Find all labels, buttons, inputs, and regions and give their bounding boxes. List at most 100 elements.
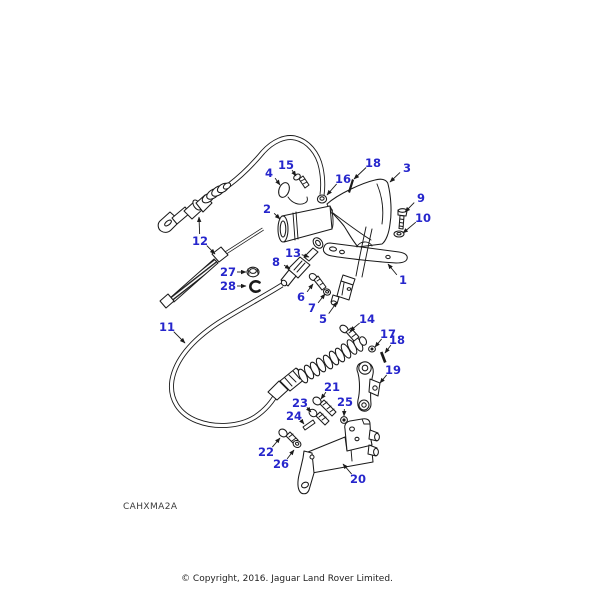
part-number-14[interactable]: 14: [359, 312, 375, 326]
callout-17-16[interactable]: 17: [374, 327, 396, 348]
callout-28-28[interactable]: 28: [220, 279, 247, 293]
callout-11-10[interactable]: 11: [159, 320, 186, 344]
leader-line: [299, 418, 305, 425]
callout-25-25[interactable]: 25: [337, 395, 353, 417]
part-number-21[interactable]: 21: [324, 380, 340, 394]
leader-line: [274, 177, 281, 186]
lever-mounting-plate: [322, 241, 408, 264]
bracket-bolt-short: [308, 408, 330, 426]
plate-washer: [393, 230, 405, 238]
front-cable-upper-run: [227, 135, 326, 196]
leader-line: [306, 406, 312, 413]
part-number-15[interactable]: 15: [278, 158, 294, 172]
figure-code: CAHXMA2A: [123, 502, 178, 512]
part-number-17[interactable]: 17: [380, 327, 396, 341]
leader-line: [349, 322, 360, 332]
part-number-11[interactable]: 11: [159, 320, 175, 334]
callout-9-8[interactable]: 9: [404, 191, 425, 213]
part-number-16[interactable]: 16: [335, 172, 351, 186]
callout-7-6[interactable]: 7: [308, 293, 326, 315]
leader-line: [374, 338, 382, 348]
leader-line: [283, 264, 291, 270]
leader-line: [196, 216, 202, 235]
callout-12-11[interactable]: 12: [192, 216, 216, 255]
cable-boot-bellows: [201, 182, 232, 204]
leader-line: [379, 374, 387, 384]
callout-15-14[interactable]: 15: [278, 158, 297, 177]
part-number-20[interactable]: 20: [350, 472, 366, 486]
callout-18-18[interactable]: 18: [384, 333, 405, 354]
part-number-26[interactable]: 26: [273, 457, 289, 471]
callout-18-17[interactable]: 18: [353, 156, 381, 180]
handbrake-lever: [326, 178, 392, 248]
warning-light-disc: [278, 182, 308, 205]
callout-27-27[interactable]: 27: [220, 265, 247, 279]
part-number-25[interactable]: 25: [337, 395, 353, 409]
leader-line: [389, 172, 401, 183]
equalizer-bolt: [308, 272, 327, 291]
callout-5-4[interactable]: 5: [319, 301, 338, 326]
part-number-24[interactable]: 24: [286, 409, 302, 423]
front-cable-lower-run: [220, 227, 264, 258]
callout-22-22[interactable]: 22: [258, 437, 281, 459]
callout-10-9[interactable]: 10: [402, 211, 431, 234]
callout-14-13[interactable]: 14: [349, 312, 375, 332]
callout-8-7[interactable]: 8: [272, 255, 291, 270]
part-number-28[interactable]: 28: [220, 279, 236, 293]
rear-cable-loop: [168, 282, 284, 428]
leader-line: [306, 283, 314, 293]
callout-13-12[interactable]: 13: [285, 246, 310, 260]
part-number-12[interactable]: 12: [192, 234, 208, 248]
callout-26-26[interactable]: 26: [273, 449, 295, 471]
part-number-8[interactable]: 8: [272, 255, 280, 269]
equalizer-washer: [322, 288, 332, 296]
part-number-19[interactable]: 19: [385, 363, 401, 377]
part-number-13[interactable]: 13: [285, 246, 301, 260]
callout-19-19[interactable]: 19: [379, 363, 401, 384]
part-number-9[interactable]: 9: [417, 191, 425, 205]
adjuster-bolt: [339, 324, 360, 342]
part-number-2[interactable]: 2: [263, 202, 271, 216]
leader-line: [404, 202, 415, 213]
cable-spring-coil: [297, 336, 368, 384]
callout-2-1[interactable]: 2: [263, 202, 281, 220]
part-number-22[interactable]: 22: [258, 445, 274, 459]
bracket-pin: [302, 419, 316, 431]
callout-21-21[interactable]: 21: [320, 380, 340, 400]
callout-20-20[interactable]: 20: [342, 463, 366, 486]
clevis-pin-upper: [348, 179, 354, 193]
bracket-nut: [340, 416, 348, 424]
part-number-4[interactable]: 4: [265, 166, 273, 180]
leader-line: [326, 183, 337, 196]
part-number-1[interactable]: 1: [399, 273, 407, 287]
leader-line: [320, 391, 327, 400]
callout-24-24[interactable]: 24: [286, 409, 305, 425]
callout-16-15[interactable]: 16: [326, 172, 351, 196]
callout-1[interactable]: 1: [387, 263, 407, 287]
part-number-5[interactable]: 5: [319, 312, 327, 326]
front-cable-threaded-rod: [159, 246, 229, 309]
part-number-18[interactable]: 18: [389, 333, 405, 347]
callout-6-5[interactable]: 6: [297, 283, 314, 304]
leader-line: [387, 263, 398, 276]
part-number-7[interactable]: 7: [308, 301, 316, 315]
part-number-6[interactable]: 6: [297, 290, 305, 304]
part-number-3[interactable]: 3: [403, 161, 411, 175]
retaining-clip: [249, 280, 261, 293]
part-number-27[interactable]: 27: [220, 265, 236, 279]
bracket-bolt-long: [312, 396, 337, 417]
callout-23-23[interactable]: 23: [292, 396, 312, 413]
leader-line: [402, 221, 417, 234]
front-cable-clevis-assembly: [157, 182, 232, 233]
leader-line: [384, 344, 392, 354]
callout-3-2[interactable]: 3: [389, 161, 411, 183]
part-number-10[interactable]: 10: [415, 211, 431, 225]
part-number-23[interactable]: 23: [292, 396, 308, 410]
leader-line: [206, 245, 216, 255]
callout-4-3[interactable]: 4: [265, 166, 281, 186]
relay-lever: [356, 361, 381, 412]
part-number-18[interactable]: 18: [365, 156, 381, 170]
leader-line: [353, 167, 367, 180]
leader-line: [273, 212, 281, 220]
